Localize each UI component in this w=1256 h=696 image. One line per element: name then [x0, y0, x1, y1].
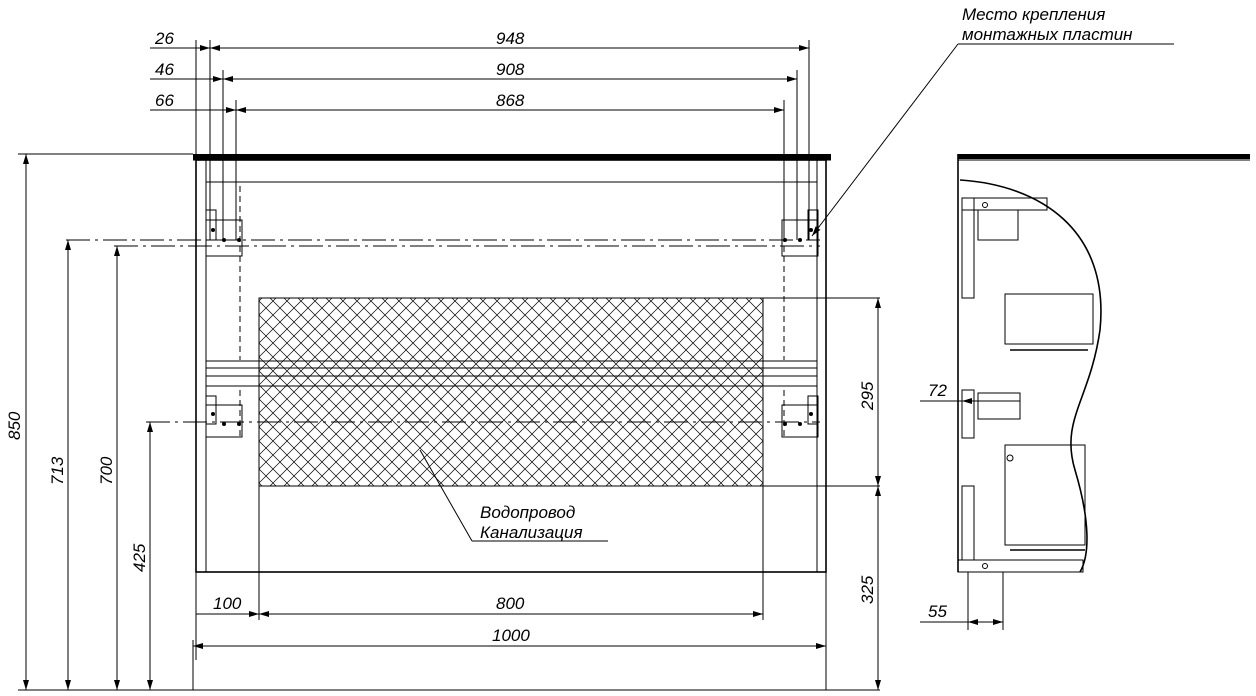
dim-948: 948: [496, 29, 525, 48]
right-dimensions: 295 325: [763, 297, 881, 690]
dim-100: 100: [213, 594, 242, 613]
dim-295: 295: [858, 381, 877, 411]
dim-55: 55: [928, 602, 947, 621]
label-mount-place-line1: Место крепления: [962, 5, 1105, 24]
dim-868: 868: [496, 91, 525, 110]
side-countertop: [958, 154, 1250, 159]
top-dimensions: 26 46 66 948 908 868: [150, 29, 810, 240]
front-view: [66, 154, 831, 573]
mounting-bracket-upper-left: [205, 209, 243, 257]
callouts: Место крепления монтажных пластин Водопр…: [419, 5, 1174, 542]
plumbing-zone: [258, 297, 764, 487]
dim-800: 800: [496, 594, 525, 613]
label-water-supply: Водопровод: [480, 503, 575, 522]
dim-26: 26: [154, 29, 174, 48]
dim-713: 713: [48, 456, 67, 485]
dim-72: 72: [928, 381, 947, 400]
countertop: [193, 154, 831, 160]
label-sewerage: Канализация: [480, 523, 583, 542]
side-curved-front: [959, 179, 1102, 573]
mounting-bracket-lower-right: [781, 395, 819, 438]
dim-46: 46: [155, 60, 174, 79]
dim-1000: 1000: [492, 626, 530, 645]
dim-325: 325: [858, 575, 877, 604]
bottom-dimensions: 100 800 1000: [192, 486, 880, 691]
label-mount-place-line2: монтажных пластин: [962, 25, 1133, 44]
side-view: 72 55: [920, 154, 1250, 630]
dim-850: 850: [5, 411, 24, 440]
left-dimensions: 850 713 700 425: [5, 153, 193, 691]
dim-425: 425: [130, 543, 149, 572]
mounting-bracket-lower-left: [205, 395, 243, 438]
dim-908: 908: [496, 60, 525, 79]
dim-66: 66: [155, 91, 174, 110]
mounting-bracket-upper-right: [781, 209, 819, 257]
dim-700: 700: [97, 456, 116, 485]
